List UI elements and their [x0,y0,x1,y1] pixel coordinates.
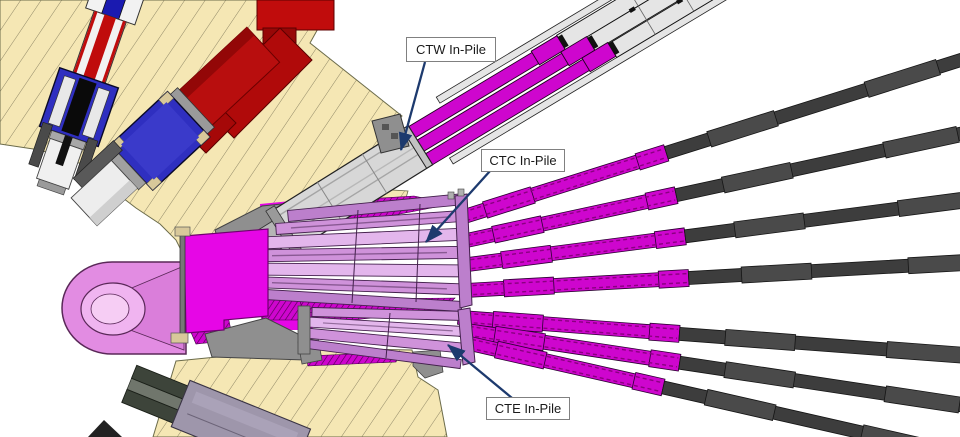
label-ctc-in-pile: CTC In-Pile [481,149,565,172]
reactor-head-dome [61,261,187,355]
leader-line-cte [447,344,513,399]
leader-lines [398,61,513,399]
ctc-beam-tubes [453,46,960,298]
cte-beam-tubes [457,309,960,437]
label-ctw-text: CTW In-Pile [415,42,487,57]
ctw-beam-tubes [394,0,814,175]
gray-transition-castings [204,201,444,379]
ctc-in-pile-assembly [247,188,473,312]
leader-line-ctc [425,170,491,243]
label-cte-in-pile: CTE In-Pile [486,397,570,420]
bottom-wedge [88,420,122,437]
label-ctw-in-pile: CTW In-Pile [406,37,496,62]
bottom-experiment-device [121,364,359,437]
beam-port-assembly-1 [28,0,146,196]
label-ctc-text: CTC In-Pile [489,153,557,168]
core-block [170,226,269,344]
label-cte-text: CTE In-Pile [494,401,562,416]
cte-in-pile-assembly [297,305,476,370]
leader-line-ctw [398,61,427,152]
beam-port-assembly-2 [70,26,281,227]
